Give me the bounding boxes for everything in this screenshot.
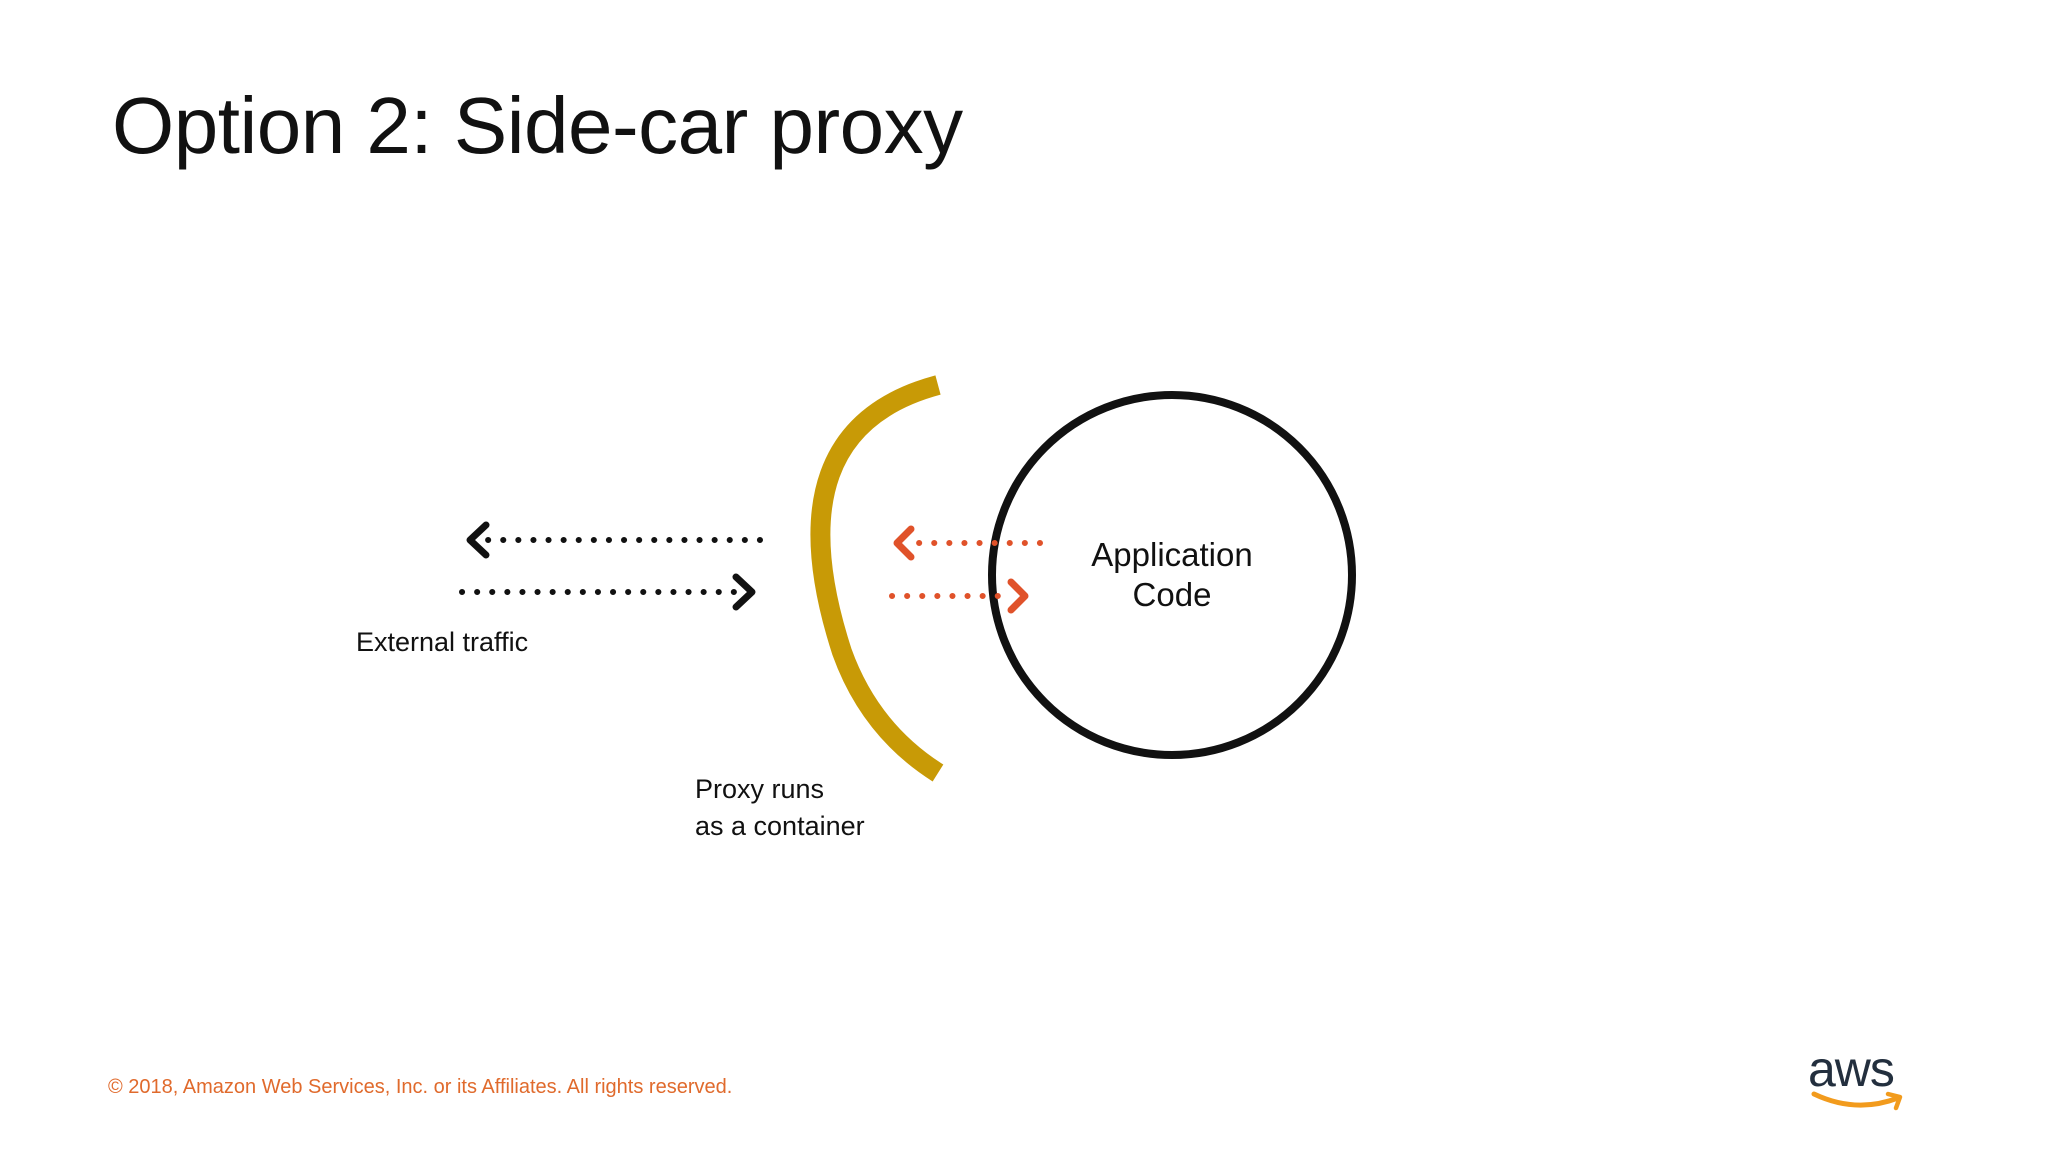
- footer-copyright: © 2018, Amazon Web Services, Inc. or its…: [108, 1076, 733, 1098]
- external-outbound-arrow: [466, 521, 763, 559]
- external-traffic-label: External traffic: [356, 627, 528, 657]
- application-circle: [988, 391, 1356, 759]
- aws-logo-text: aws: [1808, 1041, 1895, 1097]
- proxy-arc: [810, 375, 944, 782]
- external-inbound-arrow: [459, 573, 756, 611]
- proxy-label-line2: as a container: [695, 811, 865, 841]
- application-label-line1: Application: [1091, 536, 1252, 573]
- slide-title: Option 2: Side-car proxy: [112, 81, 963, 170]
- internal-inbound-arrow: [889, 578, 1029, 614]
- aws-smile-icon: [1811, 1091, 1903, 1111]
- proxy-label-line1: Proxy runs: [695, 774, 824, 804]
- aws-logo: aws: [1808, 1044, 1918, 1116]
- application-label-line2: Code: [1133, 576, 1212, 613]
- internal-outbound-arrow: [893, 525, 1043, 561]
